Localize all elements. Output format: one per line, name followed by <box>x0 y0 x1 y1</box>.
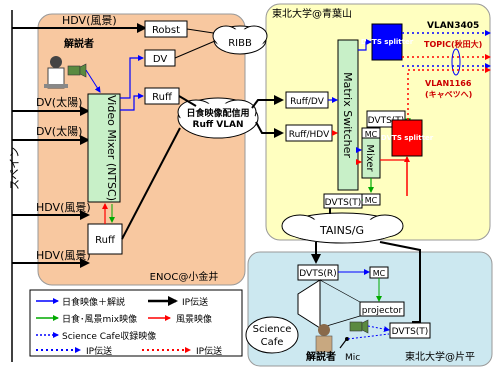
dvts-r-label: DVTS(R) <box>299 269 336 279</box>
dv-label: DV <box>153 54 168 65</box>
ribb-label: RIBB <box>228 38 252 49</box>
source-hdv-mid: HDV(風景) <box>36 201 91 214</box>
katahira-camera-icon <box>350 320 368 333</box>
projector-label: projector <box>362 306 403 316</box>
dvts-splitter-red-label: DVTS splitter <box>381 134 434 142</box>
ruff-hdv-label: Ruff/HDV <box>289 130 330 140</box>
matrix-switcher-label: Matrix Switcher <box>341 72 354 158</box>
enoc-commentator-label: 解説者 <box>64 37 94 50</box>
robst-label: Robst <box>152 25 180 36</box>
aoba-label: 東北大学@青葉山 <box>272 7 352 20</box>
source-hdv-bottom: HDV(風景) <box>36 249 91 262</box>
topic-label-2: (秋田大) <box>451 39 482 49</box>
legend-green-label: 日食･風景mix映像 <box>62 313 137 325</box>
legend-red-dotted-ip-label: IP伝送 <box>196 345 222 357</box>
ruff-bottom-label: Ruff <box>95 235 116 246</box>
ruff-vlan-label-2: Ruff VLAN <box>193 120 244 130</box>
vlan1166-label-1: VLAN1166 <box>425 79 472 88</box>
mixer-label: Mixer <box>364 144 375 172</box>
legend-blue-dotted-label: Science Cafe収録映像 <box>62 330 156 342</box>
katahira-dvts-t-label: DVTS(T) <box>392 327 429 337</box>
source-dv-taiyo-1: DV(太陽) <box>36 96 82 109</box>
source-hdv-top: HDV(風景) <box>62 14 117 27</box>
dvts-t-bottom-label: DVTS(T) <box>325 198 362 208</box>
katahira-commentator-label: 解説者 <box>306 350 336 363</box>
katahira-mc-label: MC <box>373 269 386 278</box>
spain-label: スペイン <box>8 147 21 190</box>
legend-blue-dotted-ip-label: IP伝送 <box>86 345 112 357</box>
topic-label-1: TOPIC <box>424 40 451 49</box>
legend-red-label: 風景映像 <box>176 313 212 325</box>
vlan1166-label-2: (キャベツへ) <box>425 90 472 99</box>
katahira-label: 東北大学@片平 <box>405 350 475 363</box>
ruff-top-label: Ruff <box>152 92 173 103</box>
katahira-commentator-icon <box>316 324 332 352</box>
legend-blue-label: 日食映像＋解説 <box>62 296 125 308</box>
source-dv-taiyo-2: DV(太陽) <box>36 125 82 138</box>
ruff-vlan-label-1: 日食映像配信用 <box>186 107 249 119</box>
enoc-label: ENOC@小金井 <box>150 270 219 283</box>
legend-black-label: IP伝送 <box>182 296 208 308</box>
ruff-dv-label: Ruff/DV <box>290 97 325 107</box>
enoc-region <box>38 14 245 285</box>
mc2-label: MC <box>365 196 378 205</box>
mic-label: Mic <box>345 353 360 363</box>
video-mixer-label: Video Mixer (NTSC) <box>105 95 118 201</box>
vlan3405-label: VLAN3405 <box>427 21 479 31</box>
video-camera-icon <box>68 64 86 77</box>
tains-label: TAINS/G <box>319 224 364 237</box>
science-cafe-label-1: Science <box>253 324 292 335</box>
science-cafe-label-2: Cafe <box>261 337 284 348</box>
